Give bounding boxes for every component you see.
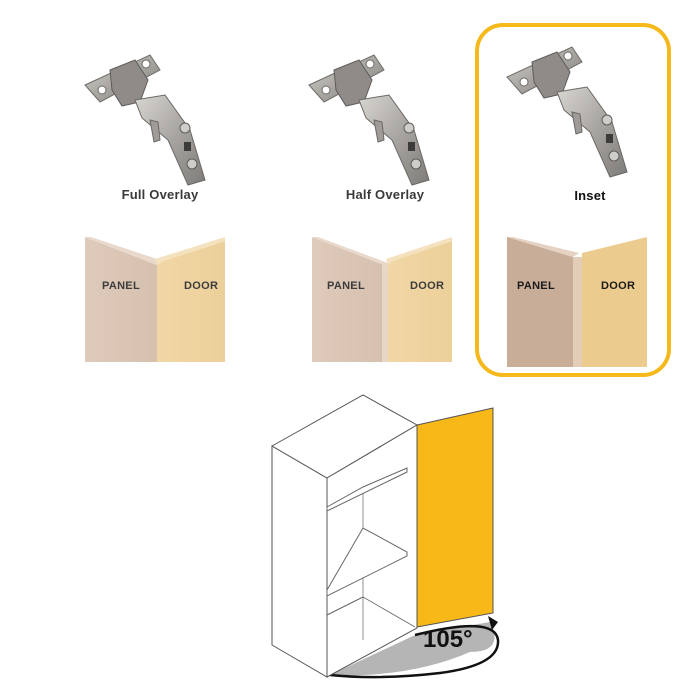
panel-label: PANEL — [102, 280, 140, 292]
hinge-inset-icon — [502, 32, 652, 182]
opening-angle-arc — [330, 622, 495, 676]
door-label: DOOR — [601, 280, 636, 292]
option-full-overlay[interactable]: Full Overlay PANEL DOOR — [60, 30, 260, 370]
hinge-half-overlay-icon — [304, 40, 454, 190]
option-label: Full Overlay — [121, 187, 199, 202]
selected-option-highlight — [475, 23, 671, 377]
option-half-overlay[interactable]: Half Overlay PANEL DOOR — [280, 30, 470, 370]
option-label: Half Overlay — [345, 187, 425, 202]
option-label: Inset — [574, 188, 606, 203]
panel-door-corner-inset-illustration — [507, 237, 647, 367]
door-label: DOOR — [184, 280, 219, 292]
cabinet-door — [416, 407, 494, 628]
opening-angle-label: 105° — [423, 626, 473, 653]
option-inset[interactable]: Inset PANEL DOOR — [480, 30, 670, 370]
door-label: DOOR — [410, 280, 445, 292]
panel-label: PANEL — [517, 280, 555, 292]
panel-door-corner-full-overlay-illustration — [85, 237, 225, 362]
hinge-full-overlay-icon — [80, 40, 230, 190]
panel-door-corner-half-overlay-illustration — [312, 237, 452, 362]
cabinet-door-opening-diagram — [270, 394, 500, 679]
panel-label: PANEL — [327, 280, 365, 292]
